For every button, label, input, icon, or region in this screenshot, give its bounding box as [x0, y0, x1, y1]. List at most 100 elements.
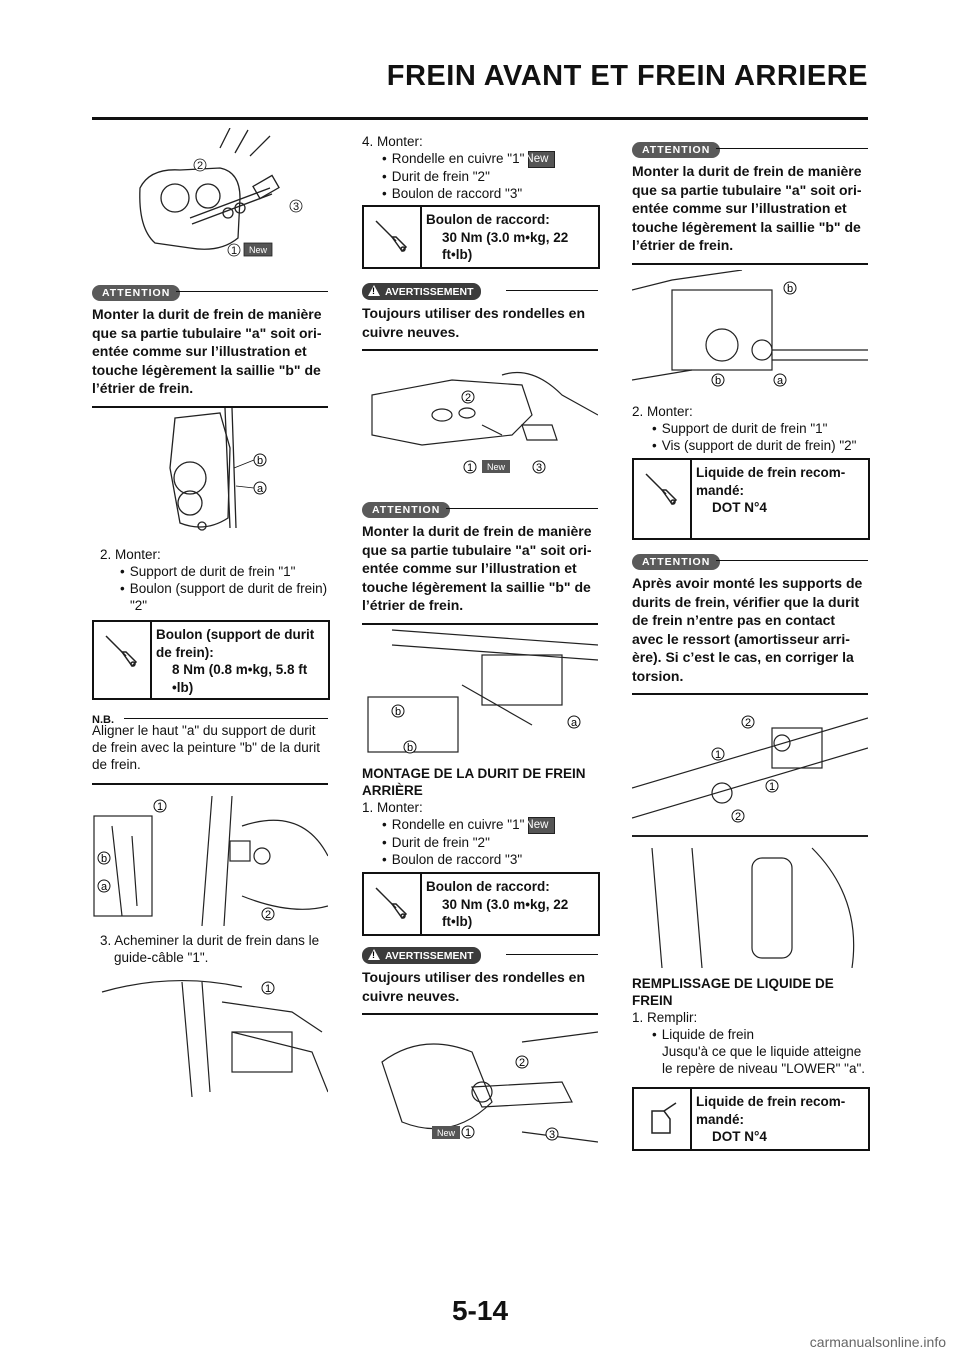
- bullet: Boulon (support de durit de frein) "2": [100, 580, 332, 614]
- spec-title: Boulon de raccord:: [426, 879, 550, 894]
- nb-note: N.B. Aligner le haut "a" du support de d…: [92, 710, 328, 785]
- bullet: Boulon de raccord "3": [362, 851, 598, 868]
- callout-2: 2: [197, 160, 203, 172]
- spec-value: DOT N°4: [712, 500, 767, 515]
- svg-text:2: 2: [519, 1057, 525, 1069]
- attention-badge: ATTENTION: [632, 142, 721, 158]
- col1-step2: 2. Monter: Support de durit de frein "1"…: [100, 546, 332, 614]
- col1-step3: 3. Acheminer la durit de frein dans le g…: [100, 933, 320, 965]
- svg-text:3: 3: [549, 1129, 555, 1141]
- section-heading: REMPLISSAGE DE LIQUIDE DE FREIN: [632, 976, 834, 1008]
- bullet: Durit de frein "2": [362, 168, 598, 185]
- svg-text:1: 1: [715, 749, 721, 761]
- page-title: FREIN AVANT ET FREIN ARRIERE: [386, 60, 868, 92]
- bullet: Vis (support de durit de frein) "2": [632, 437, 868, 454]
- fluid-note: Jusqu'à ce que le liquide atteigne le re…: [662, 1044, 866, 1076]
- torque-spec-box: Boulon de raccord: 30 Nm (3.0 m•kg, 22 ft…: [362, 872, 600, 936]
- svg-text:b: b: [787, 283, 793, 295]
- svg-text:b: b: [715, 375, 721, 387]
- attention-box-3: ATTENTION Monter la durit de frein de ma…: [632, 140, 868, 265]
- svg-text:1: 1: [465, 1127, 471, 1139]
- torque-spec-box: Liquide de frein recom-mandé: DOT N°4: [632, 458, 870, 540]
- torque-wrench-icon: [94, 622, 152, 698]
- spec-title: Boulon (support de durit de frein):: [156, 627, 315, 660]
- new-badge: New: [525, 151, 556, 168]
- torque-wrench-icon: [364, 874, 422, 934]
- svg-text:2: 2: [265, 909, 271, 921]
- attention-badge: ATTENTION: [632, 554, 721, 570]
- bike-front-figure: 1: [92, 972, 328, 1102]
- bullet: Rondelle en cuivre "1": [391, 151, 525, 166]
- spec-title: Liquide de frein recom-mandé:: [696, 465, 846, 498]
- rear-caliper-figure: 2 New 1 3: [362, 1022, 598, 1152]
- warning-text: Toujours utiliser des rondelles en cuivr…: [362, 969, 586, 1004]
- header-rule: [92, 117, 868, 120]
- spec-title: Liquide de frein recom-mandé:: [696, 1094, 846, 1127]
- attention-text: Monter la durit de frein de manière que …: [362, 523, 592, 613]
- col2-step4: 4. Monter: Rondelle en cuivre "1"New Dur…: [362, 133, 598, 202]
- rear-hose-figure: b b a: [632, 270, 868, 395]
- watermark: carmanualsonline.info: [809, 1334, 946, 1350]
- col3-fluid-section: REMPLISSAGE DE LIQUIDE DE FREIN 1. Rempl…: [632, 975, 868, 1077]
- attention-text: Après avoir monté les supports de durits…: [632, 575, 863, 684]
- caliper-hose-figure: 2 3 1 New: [120, 128, 310, 268]
- bullet: Support de durit de frein "1": [632, 420, 868, 437]
- svg-text:1: 1: [157, 801, 163, 813]
- svg-text:a: a: [257, 483, 264, 495]
- new-tag: New: [249, 245, 268, 255]
- attention-box-2: ATTENTION Monter la durit de frein de ma…: [362, 500, 598, 625]
- svg-text:b: b: [257, 455, 263, 467]
- oil-can-icon: [634, 1089, 692, 1149]
- warning-text: Toujours utiliser des rondelles en cuivr…: [362, 305, 586, 340]
- attention-text: Monter la durit de frein de manière que …: [92, 306, 322, 396]
- bullet: Durit de frein "2": [362, 834, 598, 851]
- svg-text:2: 2: [745, 717, 751, 729]
- warning-icon: [368, 949, 380, 960]
- attention-badge: ATTENTION: [362, 502, 451, 518]
- page-number: 5-14: [451, 1295, 509, 1326]
- warning-box-2: AVERTISSEMENT Toujours utiliser des rond…: [362, 946, 598, 1015]
- attention-box-1: ATTENTION Monter la durit de frein de ma…: [92, 283, 328, 408]
- svg-text:a: a: [101, 881, 108, 893]
- bullet: Support de durit de frein "1": [100, 563, 332, 580]
- torque-wrench-icon: [634, 460, 692, 538]
- warning-badge: AVERTISSEMENT: [362, 283, 482, 300]
- torque-wrench-icon: [364, 207, 422, 267]
- svg-text:2: 2: [465, 392, 471, 404]
- col2-rear-section: MONTAGE DE LA DURIT DE FREIN ARRIÈRE 1. …: [362, 765, 598, 868]
- svg-text:a: a: [777, 375, 784, 387]
- callout-3: 3: [293, 201, 299, 213]
- spec-value: 30 Nm (3.0 m•kg, 22 ft•lb): [442, 896, 569, 930]
- caliper-side-figure: b a: [150, 408, 280, 538]
- section-heading: MONTAGE DE LA DURIT DE FREIN ARRIÈRE: [362, 766, 586, 798]
- fork-guide-figure: 1 2 b a: [92, 796, 328, 926]
- attention-box-4: ATTENTION Après avoir monté les supports…: [632, 552, 868, 695]
- svg-text:3: 3: [536, 462, 542, 474]
- bullet: Rondelle en cuivre "1": [391, 817, 525, 832]
- spec-value: DOT N°4: [712, 1129, 767, 1144]
- torque-spec-box: Boulon de raccord: 30 Nm (3.0 m•kg, 22 ft…: [362, 205, 600, 269]
- fluid-spec-box: Liquide de frein recom-mandé: DOT N°4: [632, 1087, 870, 1151]
- spec-value: 8 Nm (0.8 m•kg, 5.8 ft •lb): [172, 662, 308, 695]
- warning-badge: AVERTISSEMENT: [362, 947, 482, 964]
- swingarm-figure: 2 1 1 2: [632, 698, 868, 968]
- attention-badge: ATTENTION: [92, 285, 181, 301]
- bullet: Liquide de frein: [632, 1026, 868, 1043]
- svg-text:2: 2: [735, 811, 741, 823]
- svg-text:b: b: [407, 742, 413, 754]
- attention-text: Monter la durit de frein de manière que …: [632, 163, 862, 253]
- new-badge: New: [525, 817, 556, 834]
- spec-value: 30 Nm (3.0 m•kg, 22 ft•lb): [442, 229, 569, 263]
- torque-spec-box: Boulon (support de durit de frein):8 Nm …: [92, 620, 330, 700]
- svg-text:b: b: [395, 706, 401, 718]
- svg-text:a: a: [571, 717, 578, 729]
- warning-box-1: AVERTISSEMENT Toujours utiliser des rond…: [362, 282, 598, 351]
- svg-text:1: 1: [467, 462, 473, 474]
- spec-title: Boulon de raccord:: [426, 212, 550, 227]
- svg-text:b: b: [101, 853, 107, 865]
- bullet: Boulon de raccord "3": [362, 185, 598, 202]
- warning-icon: [368, 285, 380, 296]
- svg-text:1: 1: [265, 983, 271, 995]
- col3-step2: 2. Monter: Support de durit de frein "1"…: [632, 403, 868, 454]
- callout-1: 1: [231, 245, 237, 257]
